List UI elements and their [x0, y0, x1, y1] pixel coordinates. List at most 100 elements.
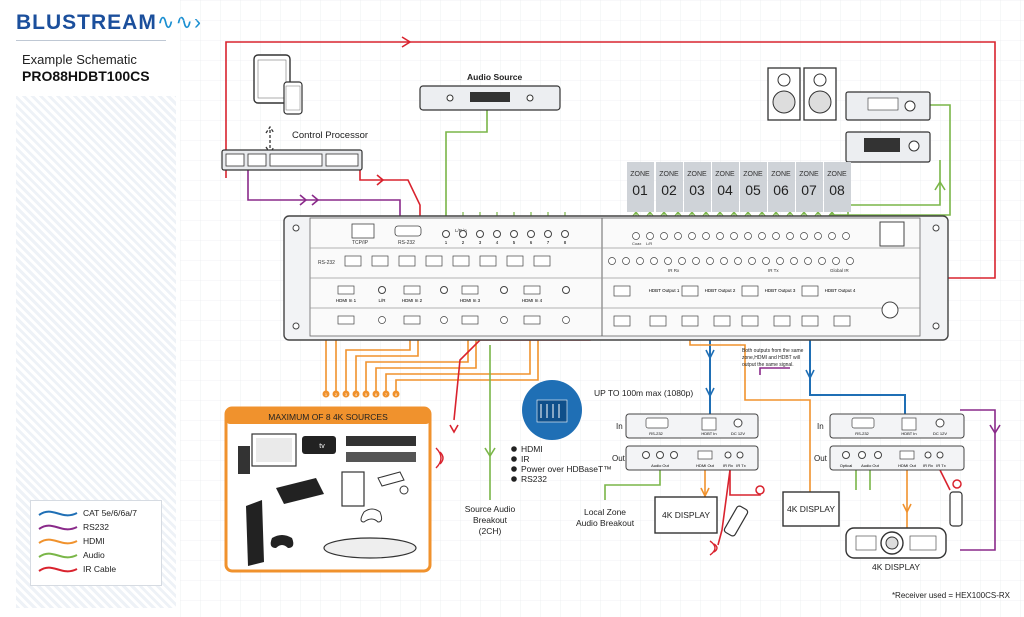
sources-box: MAXIMUM OF 8 4K SOURCES tv [224, 406, 432, 573]
ps3-console-icon [276, 478, 324, 504]
svg-text:HDMI Out: HDMI Out [898, 463, 917, 468]
satellite-receiver-icon [323, 537, 417, 559]
coax-label: Coax [632, 241, 641, 246]
remote-control-left-icon [723, 505, 749, 537]
source-audio-line1: Source Audio [465, 504, 516, 514]
source-number-badges: 1 2 3 4 5 6 7 8 [322, 390, 400, 398]
legend-label-cat: CAT 5e/6/6a/7 [83, 508, 138, 518]
svg-text:ZONE: ZONE [687, 171, 707, 178]
svg-text:5: 5 [513, 240, 516, 245]
feature-power: Power over HDBaseT™ [521, 464, 612, 474]
receiver-1-out-panel: Audio Out HDMI Out IR Rx IR Tx [625, 445, 759, 471]
legend-label-ir: IR Cable [83, 564, 117, 574]
ipad-icon [253, 54, 303, 115]
rs232-cable-processor [247, 170, 340, 201]
zone-08: ZONE 08 [824, 162, 851, 212]
svg-text:04: 04 [717, 182, 733, 198]
audio-cable-source [445, 110, 488, 218]
svg-text:ZONE: ZONE [771, 171, 791, 178]
legend-label-audio: Audio [83, 550, 105, 560]
control-processor-unit [221, 149, 363, 171]
pc-tower-icon [238, 446, 250, 474]
legend-audio-swatch [38, 552, 78, 559]
svg-text:HDMI In 4: HDMI In 4 [522, 298, 543, 303]
cat-cable-rx2 [809, 330, 906, 425]
svg-text:Audio Out: Audio Out [861, 463, 880, 468]
svg-text:3: 3 [479, 240, 482, 245]
tcpip-port [351, 223, 375, 239]
lr-label: L/R [646, 241, 652, 246]
brand-logo: BLUSTREAM∿∿› [16, 11, 203, 34]
hdbt-output-row: HDBT Output 1 HDBT Output 2 HDBT Output … [613, 285, 856, 297]
svg-text:2: 2 [335, 392, 338, 397]
set-top-box-icon [346, 452, 416, 462]
legend-label-rs232: RS232 [83, 522, 109, 532]
ir-row-ports [608, 257, 854, 265]
rx2-in-label: In [817, 422, 824, 431]
ir-cable-rx2 [939, 469, 951, 491]
legend-cat-swatch [38, 510, 78, 517]
model-title: PRO88HDBT100CS [22, 68, 150, 84]
feature-rs232: RS232 [521, 474, 547, 484]
rs232-arrow [299, 194, 320, 206]
ir-emitter-icon-rx1 [709, 540, 718, 556]
receiver-1-in-panel: RS-232 HDBT In DC 12V [625, 413, 759, 439]
svg-text:7: 7 [547, 240, 550, 245]
apple-tv-label: tv [319, 443, 325, 450]
svg-text:ZONE: ZONE [659, 171, 679, 178]
receiver-2-in-panel: RS-232 HDBT In DC 12V [829, 413, 965, 439]
display-left: 4K DISPLAY [654, 496, 718, 534]
audio-in-ports: 1 2 3 4 5 6 7 8 [442, 230, 569, 245]
schematic-subtitle: Example Schematic [22, 52, 137, 67]
svg-text:4: 4 [355, 392, 358, 397]
audio-source-label: Audio Source [467, 72, 523, 82]
ir-arrow-top [401, 36, 412, 48]
svg-text:RS-232: RS-232 [649, 431, 663, 436]
control-processor-label: Control Processor [292, 130, 368, 141]
local-zone-line1: Local Zone [584, 507, 626, 517]
svg-text:08: 08 [829, 182, 845, 198]
svg-text:ZONE: ZONE [827, 171, 847, 178]
rs232-cable-rx2 [960, 409, 996, 551]
hdmi-input-row-2 [337, 315, 851, 327]
svg-text:HDBT Output 1: HDBT Output 1 [649, 288, 680, 293]
sidebar: BLUSTREAM∿∿› Example Schematic PRO88HDBT… [0, 0, 201, 617]
svg-text:L/R: L/R [378, 298, 386, 303]
rx1-in-label: In [616, 422, 623, 431]
logo-divider [16, 40, 166, 41]
svg-text:6: 6 [530, 240, 533, 245]
svg-text:03: 03 [689, 182, 705, 198]
matrix-tcpip-label: TCP/IP [352, 240, 369, 246]
speakers-icon [767, 67, 837, 121]
svg-text:IR Rx: IR Rx [923, 463, 933, 468]
feature-hdmi: HDMI [521, 444, 543, 454]
legend-label-hdmi: HDMI [83, 536, 105, 546]
ir-emitter-icon-left [435, 447, 444, 469]
svg-text:RS-232: RS-232 [855, 431, 869, 436]
rs232-row-label: RS-232 [318, 260, 335, 266]
ir-tx-label: IR Tx [768, 268, 779, 273]
security-camera-icon [377, 471, 405, 487]
receiver-note: *Receiver used = HEX100CS-RX [892, 591, 1011, 600]
svg-text:HDMI In 2: HDMI In 2 [402, 298, 423, 303]
zone-03: ZONE 03 [684, 162, 711, 212]
svg-text:02: 02 [661, 182, 677, 198]
zone-02: ZONE 02 [656, 162, 683, 212]
svg-text:1: 1 [445, 240, 448, 245]
remote-control-right-icon [949, 491, 963, 527]
distance-label: UP TO 100m max (1080p) [594, 388, 693, 398]
source-audio-line2: Breakout [473, 515, 508, 525]
svg-text:07: 07 [801, 182, 817, 198]
both-outputs-line3: output the same signal. [742, 362, 794, 368]
svg-text:Audio Out: Audio Out [651, 463, 670, 468]
svg-text:IR Tx: IR Tx [936, 463, 945, 468]
global-ir-label: Global IR [830, 268, 850, 273]
rs232-row-ports [344, 255, 551, 267]
ir-receiver-eye-left [755, 485, 765, 495]
svg-text:8: 8 [395, 392, 398, 397]
svg-text:3: 3 [345, 392, 348, 397]
legend-hdmi-swatch [38, 538, 78, 545]
